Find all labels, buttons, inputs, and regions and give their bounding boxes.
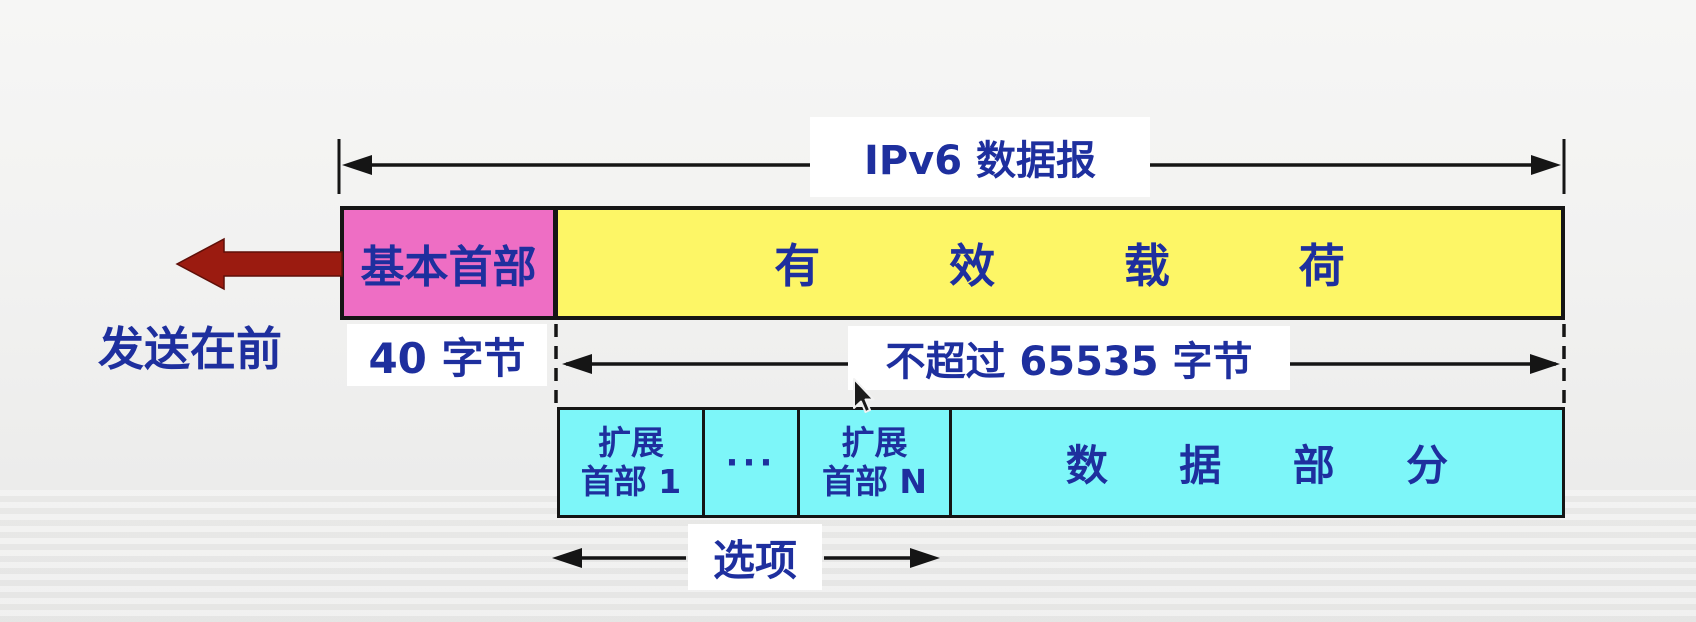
ext-header-n-line1: 扩展: [841, 422, 908, 462]
data-part-label: 数据部分: [1065, 441, 1520, 490]
ellipsis-cell: ···: [705, 410, 800, 515]
ext-header-n-cell: 扩展 首部 N: [800, 410, 952, 515]
send-direction-arrow-icon: [175, 237, 343, 291]
basic-header-cell: 基本首部: [340, 206, 557, 320]
payload-label: 有效载荷: [774, 239, 1474, 293]
ellipsis-label: ···: [725, 442, 777, 483]
payload-size-label: 不超过 65535 字节: [848, 326, 1290, 390]
ext-header-1-cell: 扩展 首部 1: [560, 410, 705, 515]
payload-cell: 有效载荷: [554, 206, 1565, 320]
ext-header-1-line2: 首部 1: [580, 461, 682, 501]
ext-header-1-line1: 扩展: [598, 422, 664, 462]
basic-header-label: 基本首部: [360, 242, 537, 293]
extension-bar: 扩展 首部 1 ··· 扩展 首部 N 数据部分: [557, 407, 1565, 518]
data-part-cell: 数据部分: [952, 410, 1562, 515]
basic-header-size-label: 40 字节: [347, 324, 547, 386]
payload-extent-dashed-lines: [554, 324, 1566, 407]
send-direction-label: 发送在前: [98, 322, 282, 376]
options-label: 选项: [688, 524, 822, 590]
options-span-arrow: [552, 548, 940, 568]
ext-header-n-line2: 首部 N: [821, 461, 928, 501]
mouse-cursor-icon: [853, 378, 875, 413]
diagram-title: IPv6 数据报: [810, 117, 1150, 197]
